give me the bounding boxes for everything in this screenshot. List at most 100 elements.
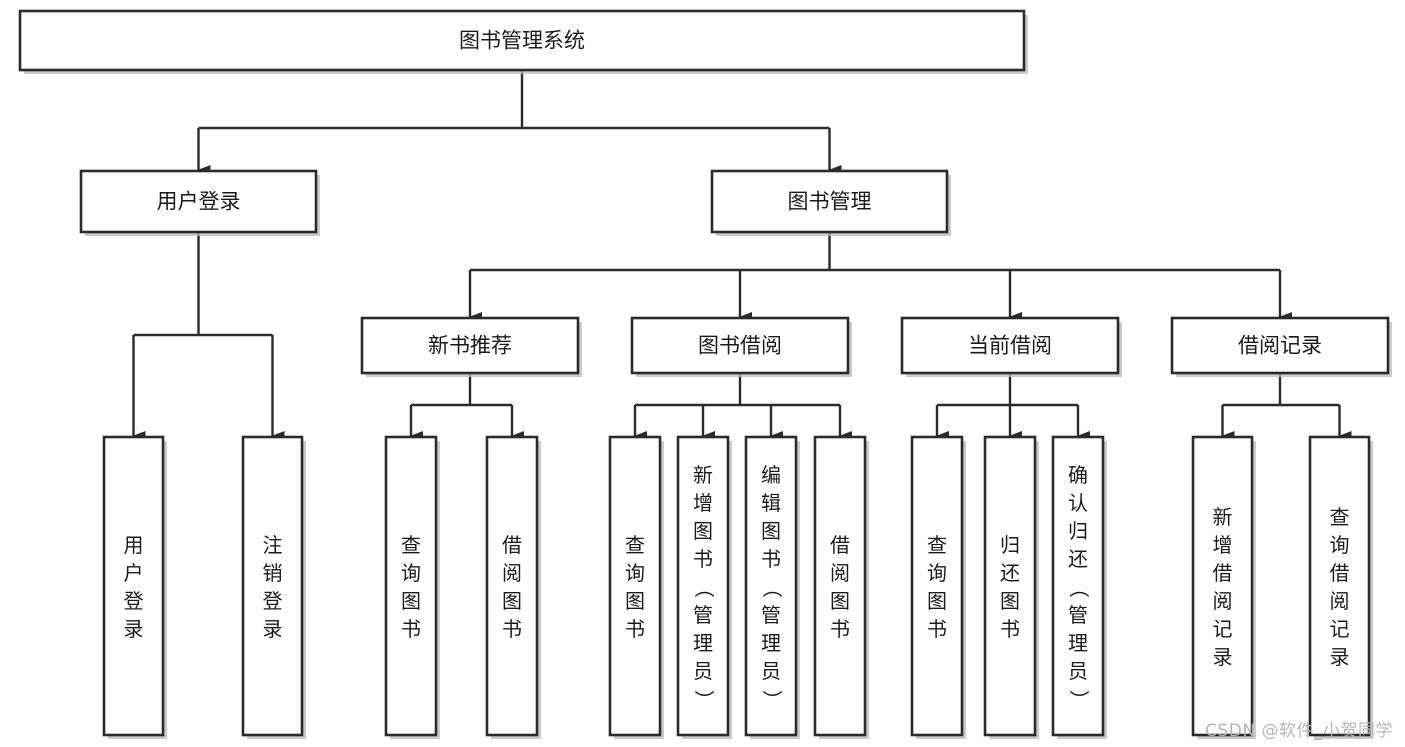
node-label-char: 书 <box>761 547 781 571</box>
node-label-char: 注 <box>263 533 283 557</box>
node-box[interactable] <box>384 435 438 737</box>
node-label-char: 录 <box>124 617 144 641</box>
node-label-char: 增 <box>1213 533 1233 557</box>
node-label-char: 归 <box>1000 533 1020 557</box>
node-label-char: 还 <box>1068 547 1088 571</box>
node-box[interactable] <box>813 435 867 737</box>
node-box[interactable] <box>630 316 850 375</box>
node-label-char: 录 <box>263 617 283 641</box>
node-box[interactable] <box>485 435 539 737</box>
node-borrow-record[interactable]: 借阅记录 <box>1170 316 1392 377</box>
node-box[interactable] <box>1191 435 1254 737</box>
node-box[interactable] <box>608 435 662 737</box>
node-book-borrow[interactable]: 图书借阅 <box>630 316 852 377</box>
node-label-char: 增 <box>693 491 713 515</box>
node-label-char: 登 <box>263 589 283 613</box>
node-label-char: 理 <box>761 631 781 655</box>
node-new-book-recommend[interactable]: 新书推荐 <box>360 316 582 377</box>
node-label-char: 认 <box>1068 491 1088 515</box>
node-label-char: 图 <box>927 589 947 613</box>
node-box[interactable] <box>18 9 1026 72</box>
node-label-char: 阅 <box>830 561 850 585</box>
node-label-char: 销 <box>263 561 283 585</box>
node-box[interactable] <box>983 435 1037 737</box>
connector-layer <box>132 70 1352 441</box>
node-label-char: 登 <box>124 589 144 613</box>
node-label-char: 借 <box>1330 561 1350 585</box>
node-label-char: 新 <box>693 463 713 487</box>
node-label: 图书管理 <box>788 190 872 214</box>
node-label-char: ） <box>1067 690 1091 710</box>
node-label-char: 书 <box>830 617 850 641</box>
node-label-char: ） <box>760 690 784 710</box>
node-user-login[interactable]: 用户登录 <box>79 169 320 236</box>
node-label-char: 借 <box>830 533 850 557</box>
node-label-char: 新 <box>1213 505 1233 529</box>
node-label-char: 询 <box>625 561 645 585</box>
node-label: 图书管理系统 <box>459 29 585 53</box>
node-label-char: 查 <box>1330 505 1350 529</box>
node-label: 用户登录 <box>157 190 241 214</box>
node-user-login-leaf[interactable]: 用户登录 <box>102 435 167 739</box>
node-box[interactable] <box>1308 435 1371 737</box>
node-label-char: 查 <box>401 533 421 557</box>
node-label-char: 图 <box>693 519 713 543</box>
node-box[interactable] <box>910 435 964 737</box>
node-label-char: 书 <box>625 617 645 641</box>
node-label-char: 借 <box>1213 561 1233 585</box>
node-box[interactable] <box>676 435 730 737</box>
node-box[interactable] <box>710 169 949 234</box>
node-label-char: 归 <box>1068 519 1088 543</box>
node-box[interactable] <box>744 435 798 737</box>
node-label-char: 记 <box>1213 617 1233 641</box>
node-label-char: 阅 <box>1330 589 1350 613</box>
node-label-char: 确 <box>1068 463 1088 487</box>
node-label: 借阅记录 <box>1238 334 1322 358</box>
node-label-char: 图 <box>761 519 781 543</box>
node-box[interactable] <box>79 169 318 234</box>
node-box[interactable] <box>1170 316 1390 375</box>
node-box[interactable] <box>1051 435 1105 737</box>
node-label-char: 查 <box>927 533 947 557</box>
node-label-char: 理 <box>1068 631 1088 655</box>
node-label-char: 书 <box>502 617 522 641</box>
node-book-manage[interactable]: 图书管理 <box>710 169 951 236</box>
node-label-char: 理 <box>693 631 713 655</box>
node-label-char: 辑 <box>761 491 781 515</box>
node-box[interactable] <box>900 316 1120 375</box>
node-box[interactable] <box>360 316 580 375</box>
node-box[interactable] <box>102 435 165 737</box>
node-layer: 图书管理系统用户登录用户登录注销登录图书管理新书推荐查询图书借阅图书图书借阅查询… <box>18 9 1392 739</box>
node-label: 当前借阅 <box>968 334 1052 358</box>
node-label: 图书借阅 <box>698 334 782 358</box>
node-root[interactable]: 图书管理系统 <box>18 9 1028 74</box>
node-label-char: 管 <box>1068 603 1088 627</box>
node-box[interactable] <box>241 435 304 737</box>
csdn-watermark: CSDN @软件_小贺同学 <box>1205 721 1393 741</box>
node-label-char: 图 <box>401 589 421 613</box>
node-label-char: 记 <box>1330 617 1350 641</box>
node-current-borrow[interactable]: 当前借阅 <box>900 316 1122 377</box>
node-label: 新书推荐 <box>428 334 512 358</box>
node-label-char: 用 <box>124 533 144 557</box>
node-label-char: 书 <box>401 617 421 641</box>
node-label-char: 员 <box>693 659 713 683</box>
node-label-char: 图 <box>830 589 850 613</box>
node-label-char: ） <box>692 690 716 710</box>
node-label-char: 询 <box>927 561 947 585</box>
node-label-char: （ <box>1067 578 1091 598</box>
